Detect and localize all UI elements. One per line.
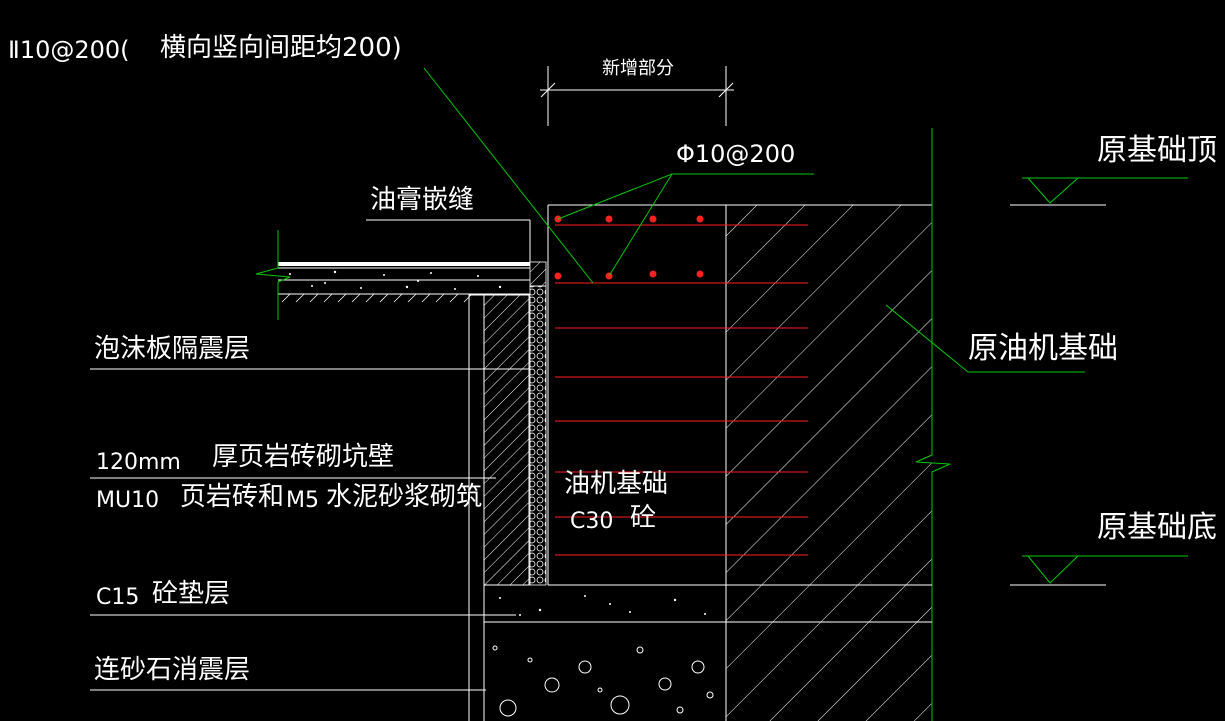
- pit-wall-outline: [468, 294, 484, 721]
- pit-wall-thickness-label: 120mm: [96, 450, 181, 475]
- elevation-marker-top: [1010, 177, 1188, 206]
- pit-wall-desc-label: 厚页岩砖砌坑壁: [212, 442, 394, 472]
- orig-bottom-label: 原基础底: [1097, 510, 1217, 545]
- original-foundation-hatch: [726, 205, 932, 721]
- masonry-mortar-label: 水泥砂浆砌筑: [326, 482, 482, 512]
- rebar-note-spacing: 横向竖向间距均200): [160, 33, 402, 63]
- rebar-dots: [554, 215, 704, 280]
- foam-layer-label: 泡沫板隔震层: [94, 334, 250, 364]
- oil-paste-joint-label: 油膏嵌缝: [370, 185, 474, 215]
- orig-machine-foundation-label: 原油机基础: [968, 331, 1118, 366]
- slab-aggregate-dots: [289, 270, 502, 290]
- gravel-stones: [492, 645, 714, 717]
- c15-aggregate: [499, 595, 706, 616]
- gravel-layer-label: 连砂石消震层: [94, 655, 250, 685]
- top-slab-surface: [278, 262, 530, 266]
- brick-pit-wall: [483, 294, 530, 586]
- elevation-marker-bottom: [1010, 555, 1188, 586]
- new-part-dimension: [540, 66, 734, 126]
- new-part-label: 新增部分: [602, 58, 674, 79]
- concrete-word-label: 砼: [630, 503, 656, 533]
- masonry-mu-label: MU10: [96, 488, 159, 513]
- break-line-left: [255, 230, 291, 320]
- slab-hatch: [281, 293, 473, 303]
- oil-paste-joint-box: [529, 261, 547, 287]
- masonry-brick-label: 页岩砖和: [180, 482, 284, 512]
- label-underlines: [90, 219, 531, 691]
- break-line-right: [915, 128, 951, 721]
- c15-grade-label: C15: [96, 585, 139, 610]
- rebar-note-left: Ⅱ10@200(: [8, 36, 130, 64]
- foam-isolation-strip: [529, 285, 547, 586]
- c15-desc-label: 砼垫层: [152, 579, 230, 609]
- rebar-top-label: Φ10@200: [676, 140, 795, 168]
- concrete-grade-label: C30: [570, 509, 613, 534]
- orig-top-label: 原基础顶: [1097, 133, 1217, 168]
- machine-foundation-label: 油机基础: [564, 469, 668, 499]
- green-leaders: [423, 67, 1085, 373]
- horizontal-rebars: [555, 224, 808, 556]
- masonry-mortar-grade-label: M5: [286, 488, 319, 513]
